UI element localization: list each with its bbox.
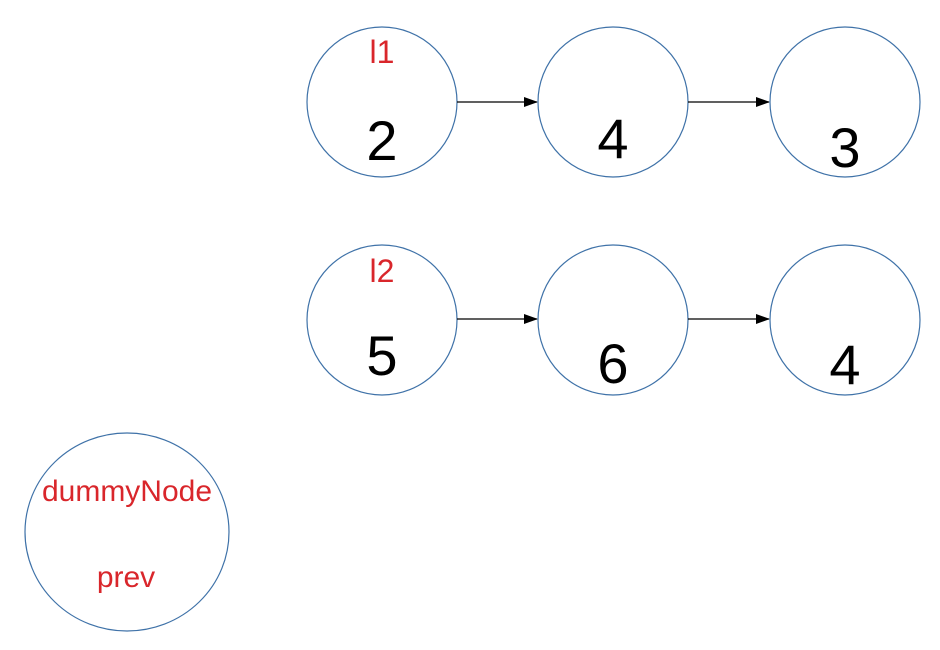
list1-head-label: l1: [370, 34, 395, 70]
node-value: 4: [829, 333, 860, 396]
node-value: 4: [597, 107, 628, 170]
list2-head-label: l2: [370, 253, 395, 289]
list2-node-1: l2 5: [306, 244, 458, 396]
node-value: 6: [597, 332, 628, 395]
node-circle: [306, 244, 458, 396]
node-value: 3: [829, 116, 860, 179]
node-value: 2: [366, 109, 397, 172]
list2-node-2: 6: [537, 244, 689, 396]
list1-node-3: 3: [769, 26, 921, 179]
list1-node-2: 4: [537, 26, 689, 178]
dummy-node-label: dummyNode: [42, 475, 212, 508]
list2-node-3: 4: [769, 244, 921, 396]
node-circle: [769, 26, 921, 178]
list-1: l1 2 4 3: [306, 26, 921, 179]
dummy-node-circle: [24, 432, 230, 632]
list1-node-1: l1 2: [306, 26, 458, 178]
dummy-node: dummyNode prev: [24, 432, 230, 632]
list-2: l2 5 6 4: [306, 244, 921, 396]
node-value: 5: [366, 324, 397, 387]
node-circle: [537, 244, 689, 396]
node-circle: [769, 244, 921, 396]
prev-pointer-label: prev: [97, 561, 155, 594]
